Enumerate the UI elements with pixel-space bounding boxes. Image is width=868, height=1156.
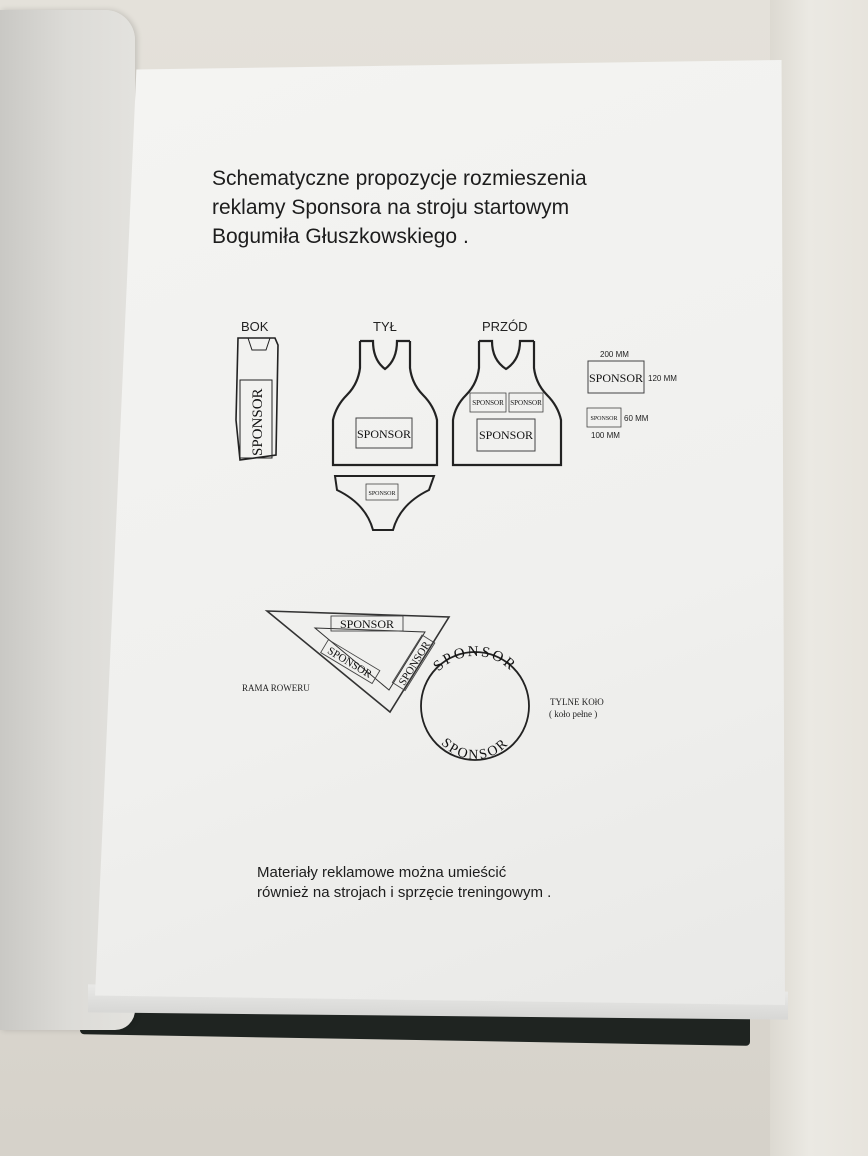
label-back: TYŁ <box>373 319 397 334</box>
footer-line-2: również na strojach i sprzęcie treningow… <box>257 884 552 901</box>
wheel-note: ( koło pełne ) <box>549 709 598 719</box>
wheel-label: TYLNE KOłO <box>550 697 604 707</box>
title-line-2: reklamy Sponsora na stroju startowym <box>212 196 570 219</box>
bike-frame-drawing <box>264 610 451 714</box>
size-sample-small-text: SPONSOR <box>590 416 617 422</box>
size-sample-large-box <box>587 360 645 394</box>
shorts-outline <box>333 475 436 531</box>
wheel-sponsor-bottom: SPONSOR <box>438 736 512 764</box>
size-large-width: 200 MM <box>600 350 629 359</box>
front-sponsor-right-box <box>508 392 544 413</box>
side-sponsor-text: SPONSOR <box>250 388 266 456</box>
frame-label: RAMA ROWERU <box>242 683 310 693</box>
frame-top-sponsor-box <box>330 615 404 632</box>
front-sponsor-left-box <box>469 392 507 413</box>
back-sponsor-box <box>355 417 413 449</box>
title-line-3: Bogumiła Głuszkowskiego . <box>212 225 469 248</box>
size-small-height: 60 MM <box>624 414 649 423</box>
back-sponsor-text: SPONSOR <box>357 427 411 441</box>
size-large-height: 120 MM <box>648 374 677 383</box>
front-sponsor-right-text: SPONSOR <box>510 399 542 407</box>
label-side: BOK <box>241 319 269 334</box>
front-singlet <box>451 339 563 467</box>
front-sponsor-left-text: SPONSOR <box>472 399 504 407</box>
shorts-sponsor-text: SPONSOR <box>368 491 395 497</box>
side-view-outfit <box>235 337 279 461</box>
size-small-width: 100 MM <box>591 431 620 440</box>
right-page-edge <box>770 0 868 1156</box>
frame-top-sponsor-text: SPONSOR <box>340 617 394 631</box>
size-sample-large-text: SPONSOR <box>589 371 643 385</box>
front-sponsor-main-text: SPONSOR <box>479 428 533 442</box>
shorts-sponsor-box <box>365 483 399 501</box>
size-sample-small-box <box>586 407 622 428</box>
front-sponsor-main-box <box>476 418 536 452</box>
title-line-1: Schematyczne propozycje rozmieszenia <box>212 167 587 190</box>
frame-seat-tube-sponsor: SPONSOR <box>391 634 436 692</box>
wheel-sponsor-top: SPONSOR <box>431 644 520 675</box>
label-front: PRZÓD <box>482 319 528 334</box>
back-singlet <box>331 339 439 467</box>
footer-line-1: Materiały reklamowe można umieścić <box>257 864 507 881</box>
rear-wheel-outline <box>420 651 530 761</box>
document-sheet <box>95 60 785 1005</box>
